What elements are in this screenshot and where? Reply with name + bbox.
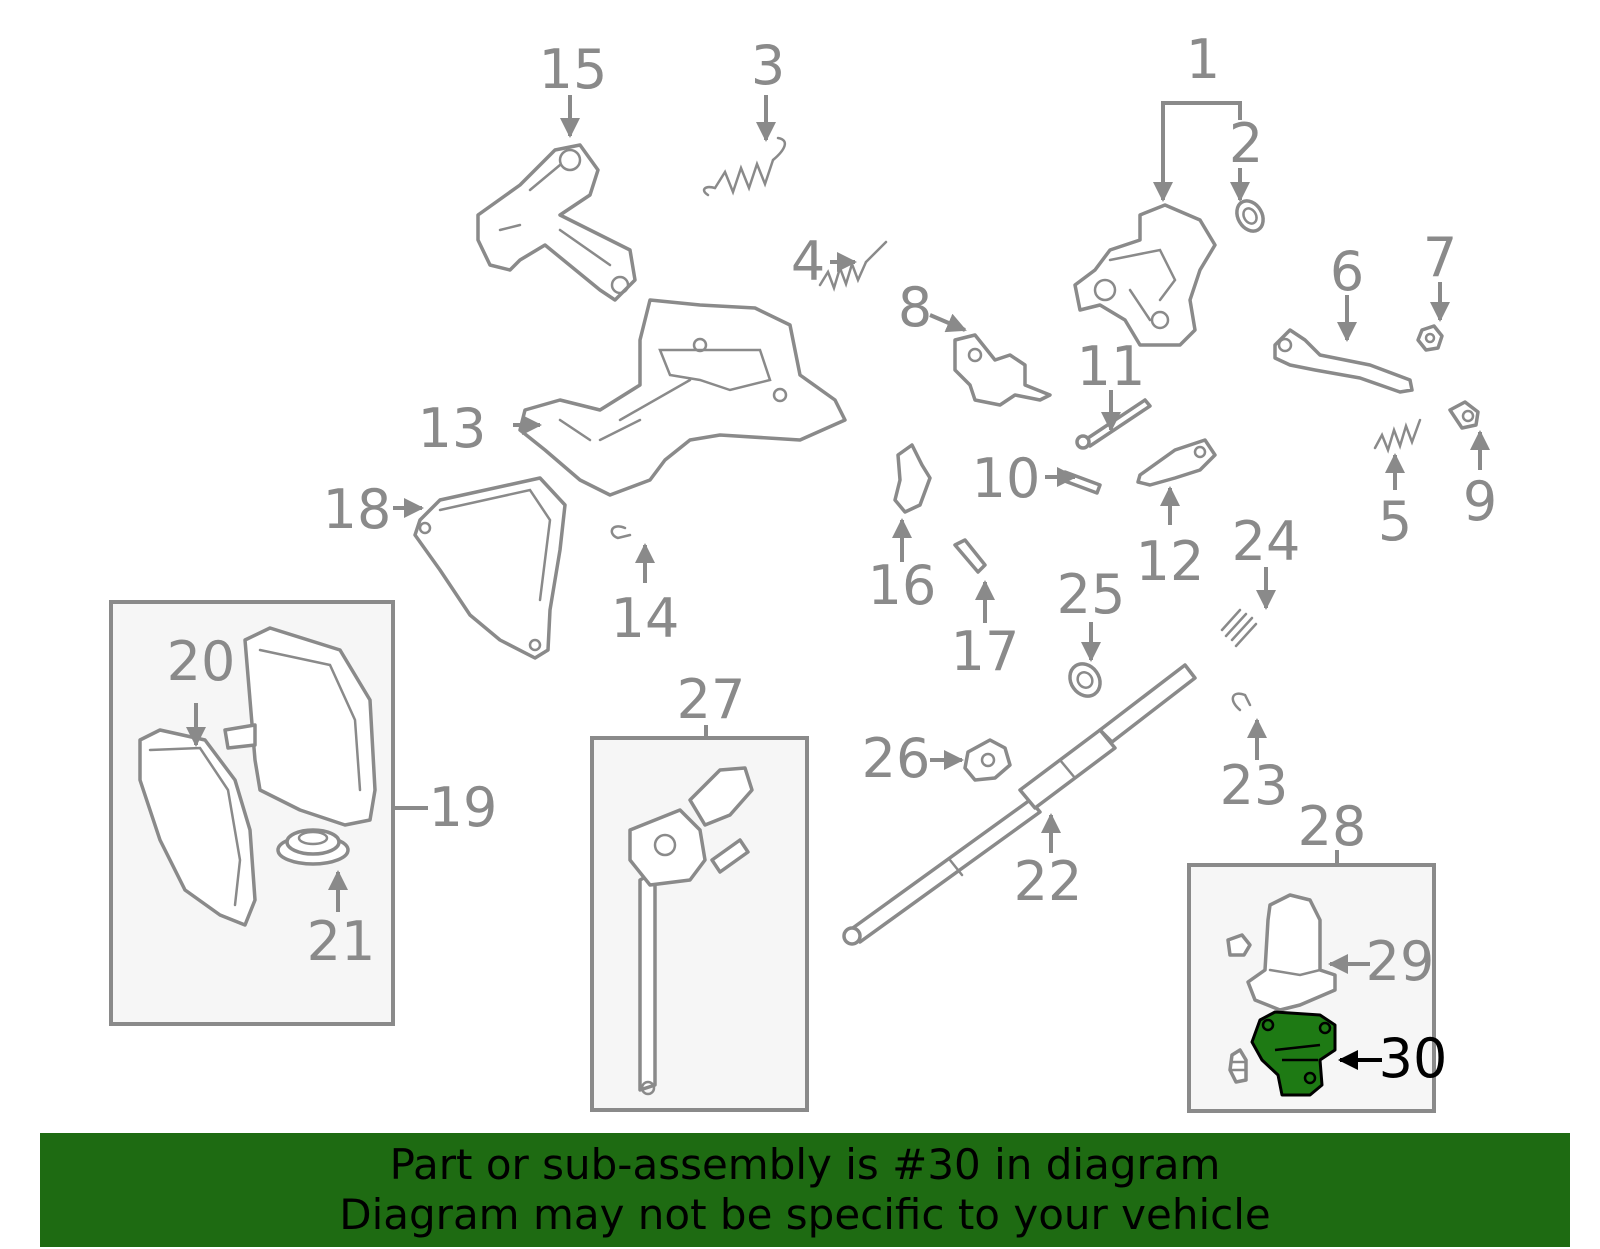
part-15-bracket[interactable] [476,143,637,302]
part-11-bolt[interactable] [1075,398,1152,450]
part-14-clip[interactable] [610,525,632,540]
label-part-2: 2 [1229,112,1263,175]
info-banner: Part or sub-assembly is #30 in diagram D… [40,1133,1570,1247]
part-24-spring[interactable] [1220,608,1258,648]
label-part-10: 10 [972,447,1041,510]
label-part-19: 19 [429,776,498,839]
part-9-screw[interactable] [1448,400,1480,430]
label-part-22: 22 [1014,850,1083,913]
part-5-spring[interactable] [1373,418,1422,454]
label-part-28: 28 [1298,795,1367,858]
label-part-1: 1 [1186,28,1220,91]
banner-vehicle-disclaimer: Diagram may not be specific to your vehi… [339,1190,1271,1239]
label-part-17: 17 [951,620,1020,683]
leader-lines [186,95,1490,1070]
part-30-highlighted[interactable] [1250,1010,1337,1097]
part-25-bushing[interactable] [1064,658,1106,702]
label-part-21: 21 [307,910,376,973]
part-6-lever-arm[interactable] [1273,328,1414,394]
label-part-7: 7 [1423,226,1457,289]
label-part-27: 27 [677,668,746,731]
label-part-8: 8 [898,276,932,339]
label-part-6: 6 [1330,240,1364,303]
label-part-14: 14 [611,587,680,650]
label-part-4: 4 [791,230,825,293]
label-part-16: 16 [868,554,937,617]
label-part-13: 13 [418,397,487,460]
label-part-15: 15 [539,38,608,101]
label-part-20: 20 [167,630,236,693]
part-17-bolt[interactable] [953,538,987,574]
label-part-30: 30 [1379,1027,1448,1090]
label-part-3: 3 [751,34,785,97]
exploded-parts-diagram: 1 2 3 4 5 6 7 8 9 10 11 12 13 14 15 16 1… [109,28,1498,1113]
label-part-18: 18 [323,478,392,541]
label-part-12: 12 [1136,530,1205,593]
part-30-screw[interactable] [1228,1048,1248,1084]
part-29-housing[interactable] [1226,893,1337,1012]
part-3-spring[interactable] [702,136,787,197]
part-18-cover[interactable] [413,476,567,660]
part-8-lever[interactable] [953,333,1052,407]
part-27-intermediate-shaft[interactable] [628,766,754,1096]
part-2-washer[interactable] [1232,196,1269,236]
part-4-spring[interactable] [818,240,888,292]
part-7-nut[interactable] [1416,324,1444,352]
label-part-24: 24 [1232,510,1301,573]
label-part-5: 5 [1378,490,1412,553]
label-part-11: 11 [1077,335,1146,398]
label-part-25: 25 [1057,563,1126,626]
label-part-29: 29 [1366,930,1435,993]
label-part-9: 9 [1463,470,1497,533]
part-21-grommet[interactable] [276,828,350,866]
part-12-pawl[interactable] [1136,438,1217,487]
part-1-lock-housing[interactable] [1073,203,1217,347]
part-26-bushing[interactable] [963,738,1012,782]
part-13-column-housing[interactable] [518,298,847,497]
label-part-26: 26 [862,727,931,790]
banner-part-notice: Part or sub-assembly is #30 in diagram [389,1140,1221,1189]
label-part-23: 23 [1220,754,1289,817]
part-19-boot-cover[interactable] [223,626,377,827]
part-16-bracket[interactable] [893,443,932,514]
part-22-steering-shaft[interactable] [842,663,1197,946]
part-23-clip[interactable] [1231,692,1252,712]
part-labels: 1 2 3 4 5 6 7 8 9 10 11 12 13 14 15 16 1… [167,28,1498,1090]
